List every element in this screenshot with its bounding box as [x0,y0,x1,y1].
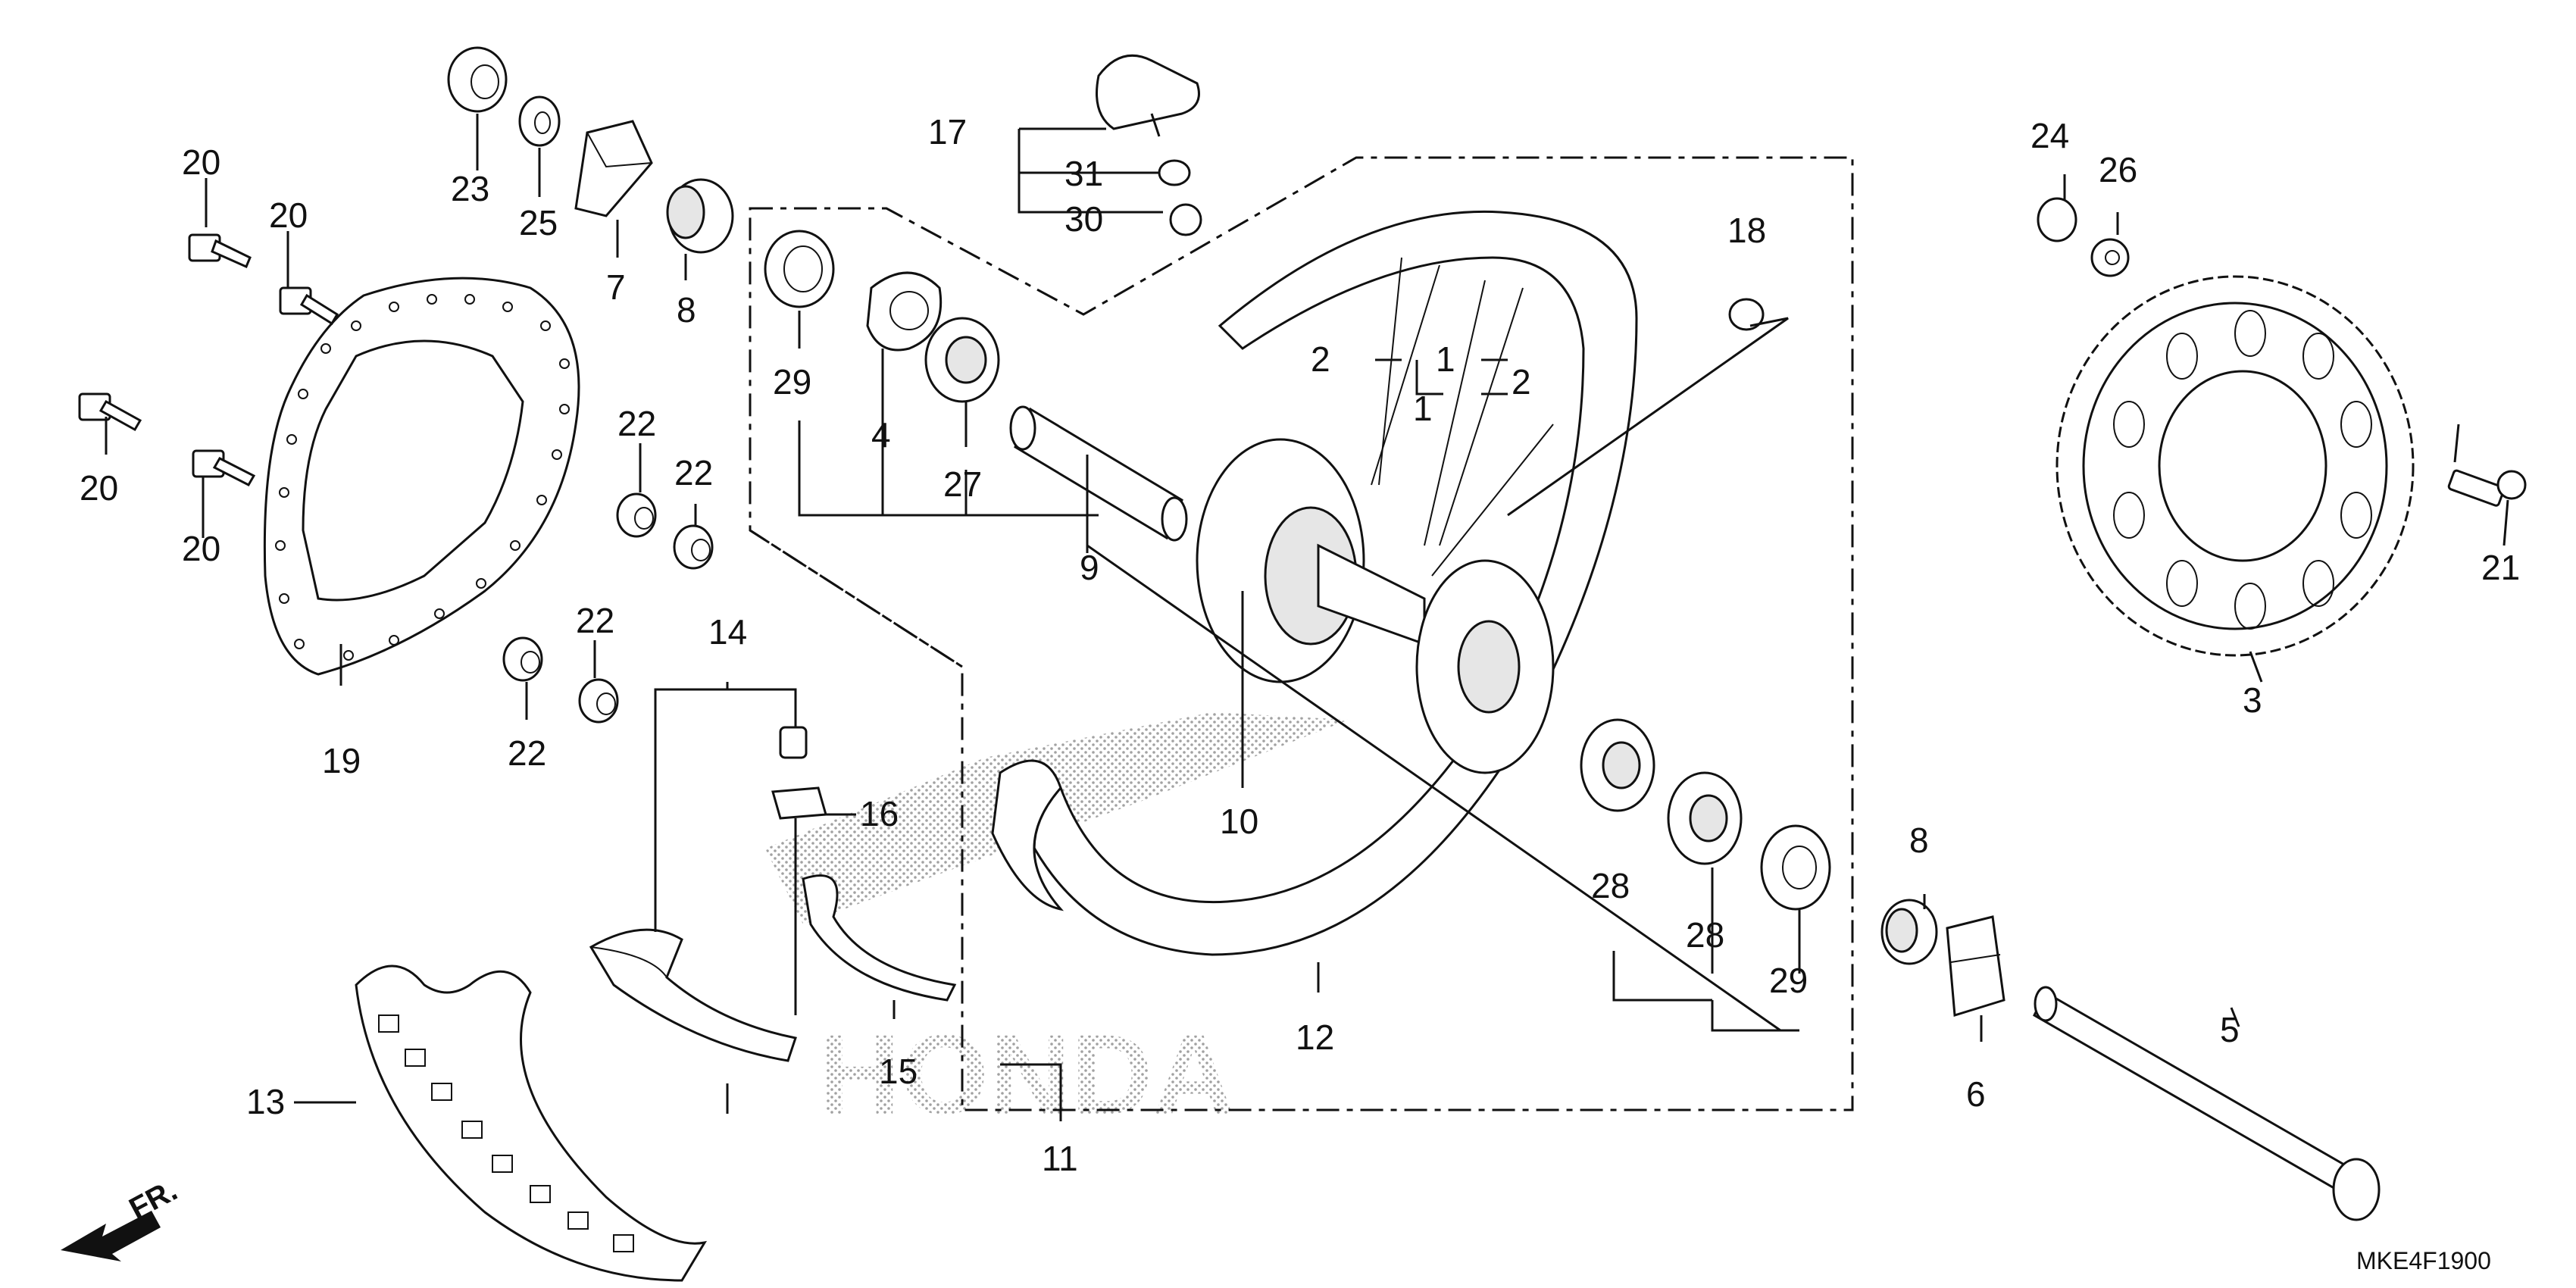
callout-24: 24 [2030,116,2069,155]
callout-18: 18 [1727,211,1766,250]
callout-23: 23 [451,169,489,208]
callout-2-a: 2 [1311,339,1330,379]
bolt-21 [2447,469,2527,507]
callout-labels: 20 20 20 20 19 23 25 7 8 22 22 22 22 14 … [80,112,2520,1178]
callout-21: 21 [2481,548,2520,587]
callout-16: 16 [860,794,899,833]
callout-1-a: 1 [1436,339,1455,379]
diagram-code: MKE4F1900 [2356,1247,2491,1274]
brake-disc [263,277,580,676]
callout-20-b: 20 [269,195,308,235]
callout-29-left: 29 [773,362,811,402]
callout-5: 5 [2220,1010,2240,1049]
callout-6: 6 [1966,1074,1986,1114]
rim-strip-15 [802,874,957,1002]
nut-31 [1158,159,1191,186]
tube-14 [589,928,797,1062]
bolt-20-b [279,286,339,326]
collar-8-right [1880,899,1938,965]
callout-29-right: 29 [1769,961,1808,1000]
callout-3: 3 [2243,680,2262,720]
callout-10: 10 [1220,802,1258,841]
callout-19: 19 [322,741,361,780]
sprocket-3 [2055,275,2415,657]
damper-4 [866,271,943,352]
rim-band-11 [991,759,1064,911]
callout-14: 14 [708,612,747,652]
front-label: FR. [124,1174,183,1226]
tire-13 [355,964,708,1282]
assembly-boundary-lines [749,156,1854,1111]
bearing-27 [924,317,1000,403]
nut-24 [2037,197,2077,242]
bearing-28-b [1667,771,1743,865]
callout-9: 9 [1080,548,1099,587]
callout-17: 17 [928,112,967,152]
nut-22-b [673,524,714,570]
callout-8-right: 8 [1909,821,1929,860]
leader-lines [105,114,2509,1121]
callout-4: 4 [871,415,891,455]
callout-7: 7 [606,267,626,307]
valve-16 [771,726,827,1015]
collar-8-left [666,178,734,254]
callout-8-left: 8 [677,290,696,330]
bolt-20-d [192,449,256,486]
callout-22-a: 22 [617,404,656,443]
callout-22-d: 22 [508,733,546,773]
nut-22-d [578,678,619,724]
front-direction-indicator: FR. [61,1174,183,1261]
nut-30 [1169,203,1202,236]
nut-23 [447,46,508,113]
callout-31: 31 [1064,154,1103,193]
front-arrow-icon [61,1211,161,1261]
bolt-20-c [78,392,142,432]
axle-5 [2033,986,2381,1221]
callout-20-d: 20 [182,529,220,568]
callout-22-c: 22 [576,601,614,640]
callout-15: 15 [879,1052,918,1091]
bolt-20-a [188,233,252,268]
callout-12: 12 [1296,1018,1334,1057]
dust-seal-29-right [1760,824,1831,911]
honda-watermark-text: HONDA [818,1011,1235,1138]
nipple-18 [1728,298,1765,331]
callout-20-c: 20 [80,468,118,508]
nut-22-a [616,492,657,538]
adjuster-17 [1096,54,1200,137]
washer-25 [518,95,561,147]
adjuster-6 [1946,915,2005,1017]
callout-30: 30 [1064,199,1103,239]
bearing-28-a [1580,718,1655,812]
adjuster-7 [574,120,653,217]
washer-26 [2090,238,2130,277]
nut-22-c [502,636,543,682]
callout-27: 27 [943,464,982,504]
callout-20-a: 20 [182,142,220,182]
callout-13: 13 [246,1082,285,1121]
callout-11: 11 [1042,1139,1078,1178]
dust-seal-29-left [764,230,835,308]
callout-28-b: 28 [1686,915,1724,955]
callout-2-b: 2 [1512,362,1531,402]
wheel-spokes [1371,257,1554,577]
distance-collar-9 [1009,405,1188,542]
callout-26: 26 [2099,150,2137,189]
rear-wheel [1006,210,1638,956]
callout-28-a: 28 [1591,866,1630,905]
callout-22-b: 22 [674,453,713,492]
callout-25: 25 [519,203,558,242]
callout-1-b: 1 [1413,389,1433,428]
